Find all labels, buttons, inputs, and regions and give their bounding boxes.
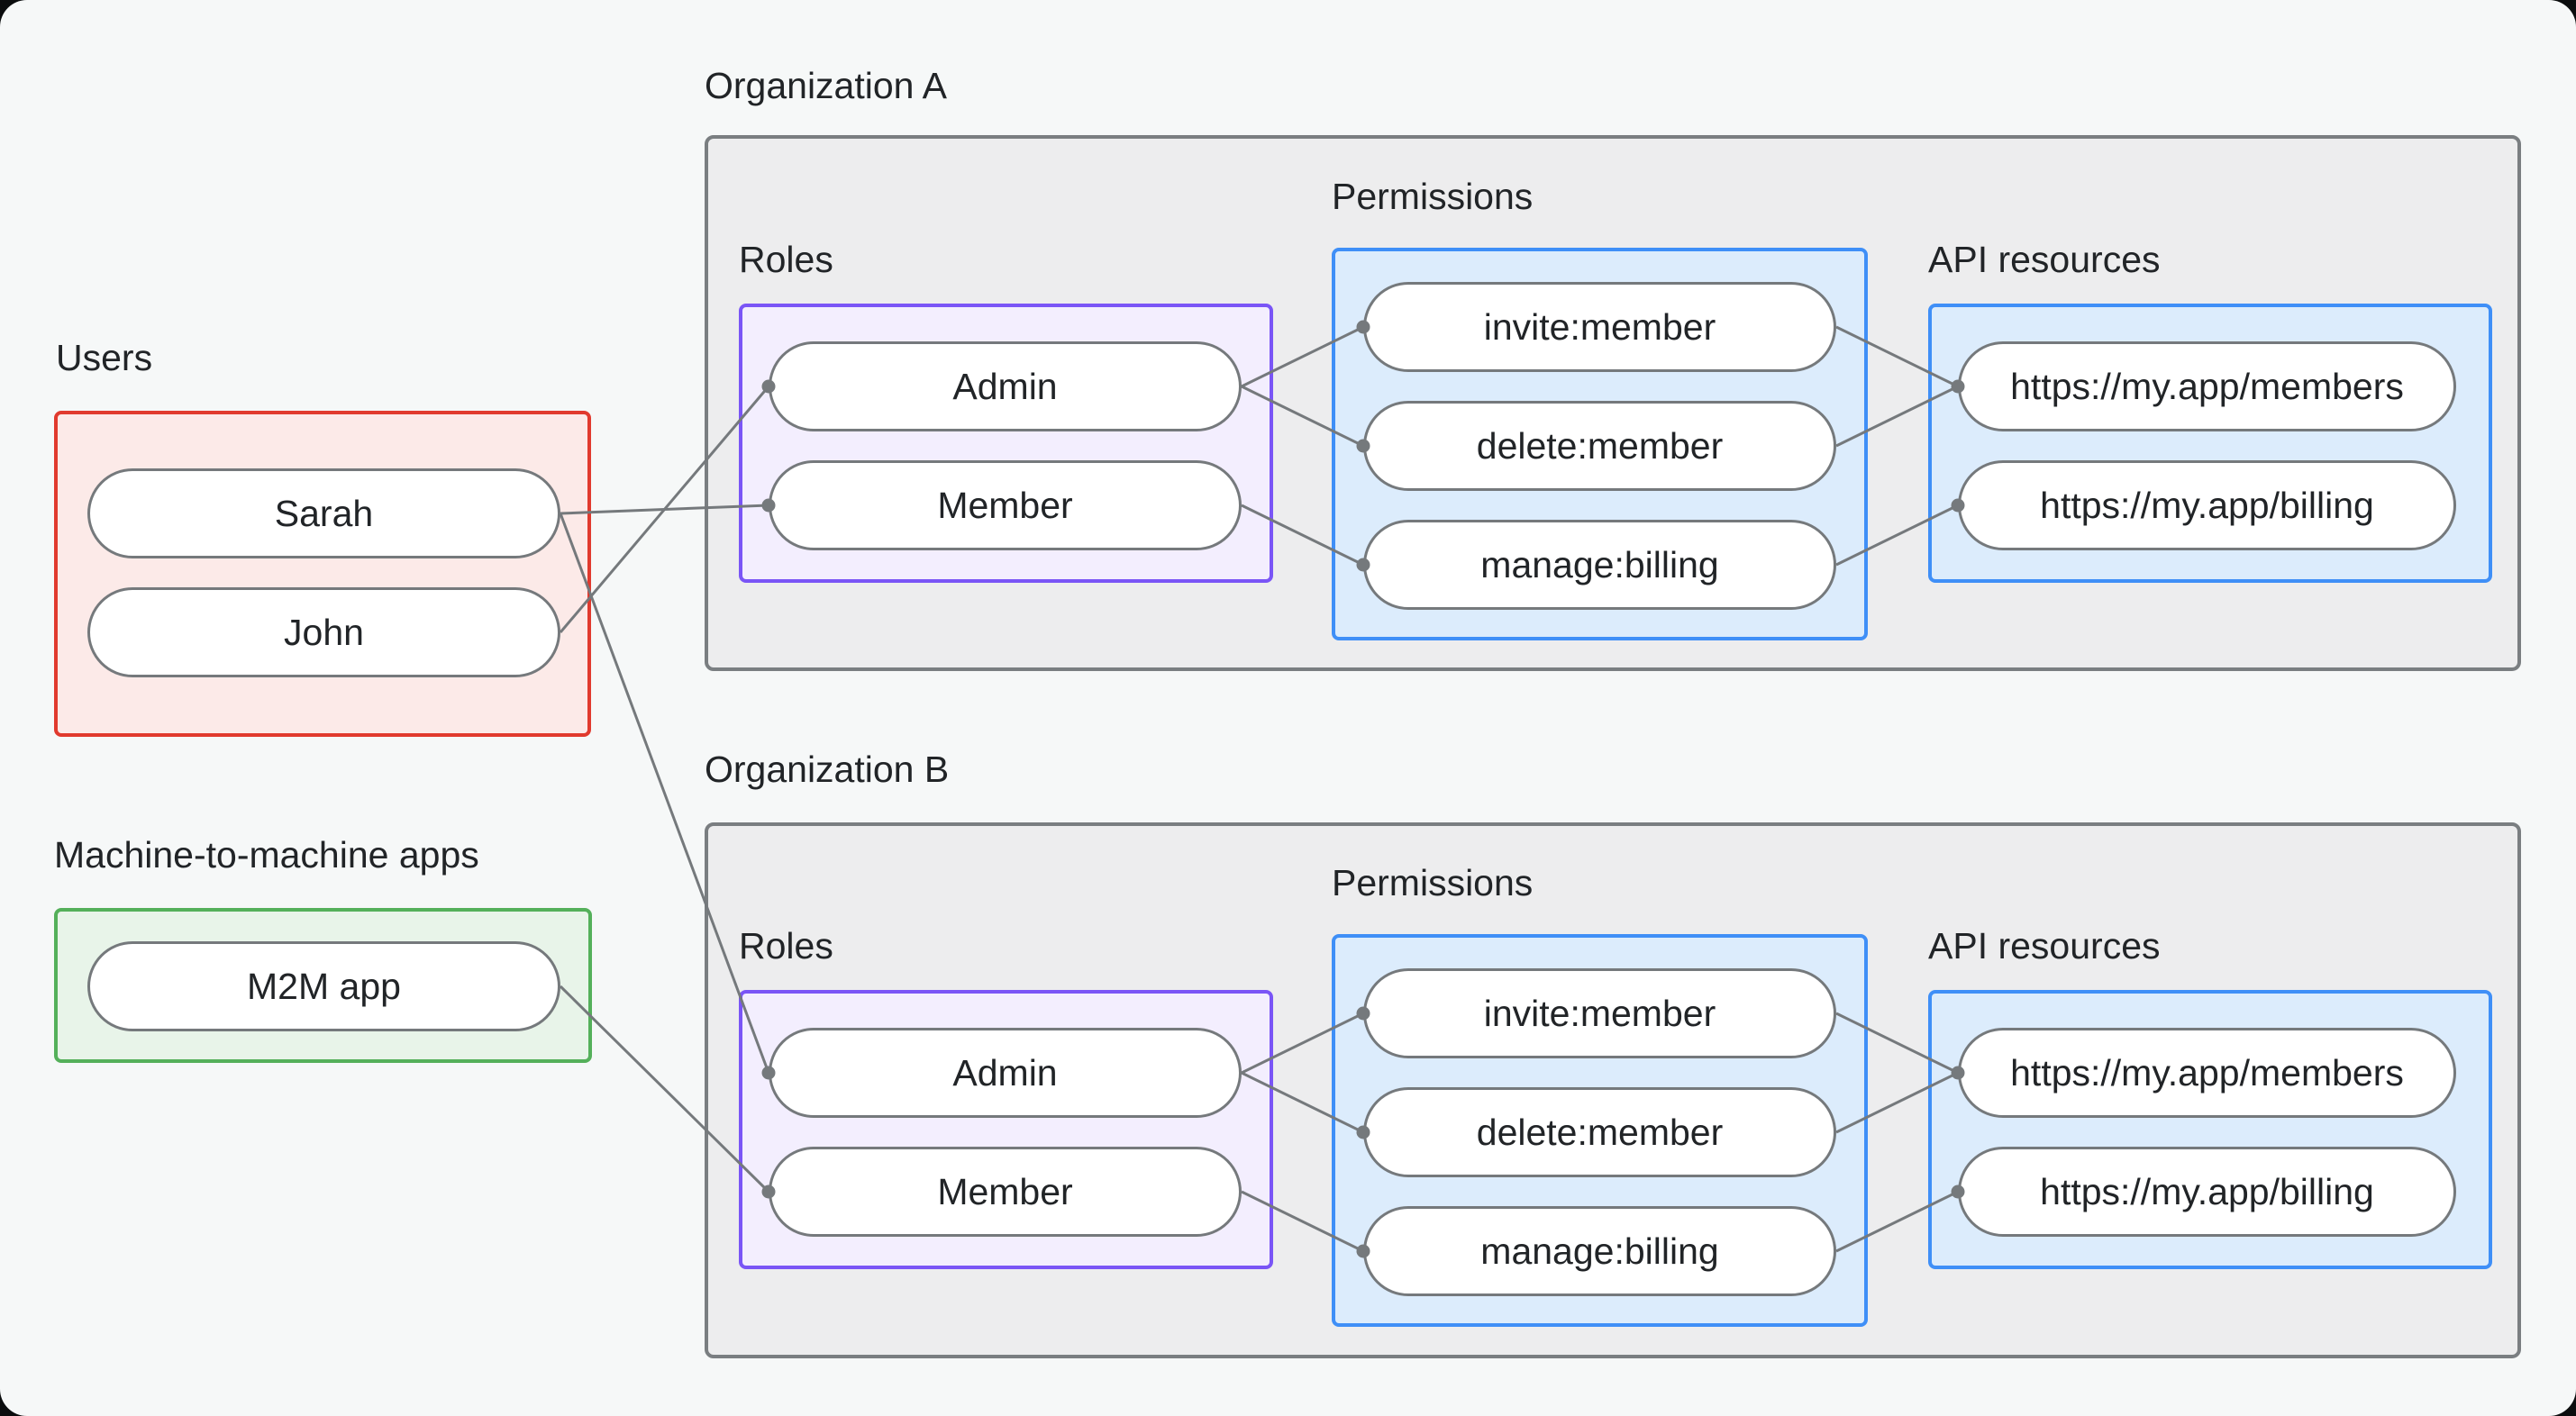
org-b-roles-label: Roles	[739, 925, 833, 967]
org-b-api-billing: https://my.app/billing	[1958, 1147, 2456, 1237]
org-b-permission-delete-member: delete:member	[1363, 1087, 1836, 1177]
m2m-app-node: M2M app	[87, 941, 560, 1031]
org-a-permission-manage-billing: manage:billing	[1363, 520, 1836, 610]
org-a-roles-label: Roles	[739, 239, 833, 280]
org-b-label: Organization B	[705, 749, 950, 790]
user-node-john: John	[87, 587, 560, 677]
org-a-api-billing: https://my.app/billing	[1958, 460, 2456, 550]
org-a-api-members: https://my.app/members	[1958, 341, 2456, 431]
org-b-api-resources-label: API resources	[1928, 925, 2161, 967]
org-a-permissions-label: Permissions	[1332, 176, 1534, 217]
org-b-permissions-label: Permissions	[1332, 862, 1534, 903]
m2m-group-label: Machine-to-machine apps	[54, 834, 479, 876]
users-group-label: Users	[56, 337, 153, 378]
org-a-permission-invite-member: invite:member	[1363, 282, 1836, 372]
org-b-permission-manage-billing: manage:billing	[1363, 1206, 1836, 1296]
org-b-api-members: https://my.app/members	[1958, 1028, 2456, 1118]
users-group-box	[54, 411, 591, 737]
org-a-api-resources-label: API resources	[1928, 239, 2161, 280]
org-b-role-member: Member	[769, 1147, 1242, 1237]
org-b-role-admin: Admin	[769, 1028, 1242, 1118]
org-b-permission-invite-member: invite:member	[1363, 968, 1836, 1058]
user-node-sarah: Sarah	[87, 468, 560, 558]
org-a-permission-delete-member: delete:member	[1363, 401, 1836, 491]
org-a-label: Organization A	[705, 65, 947, 106]
org-a-role-member: Member	[769, 460, 1242, 550]
org-a-role-admin: Admin	[769, 341, 1242, 431]
